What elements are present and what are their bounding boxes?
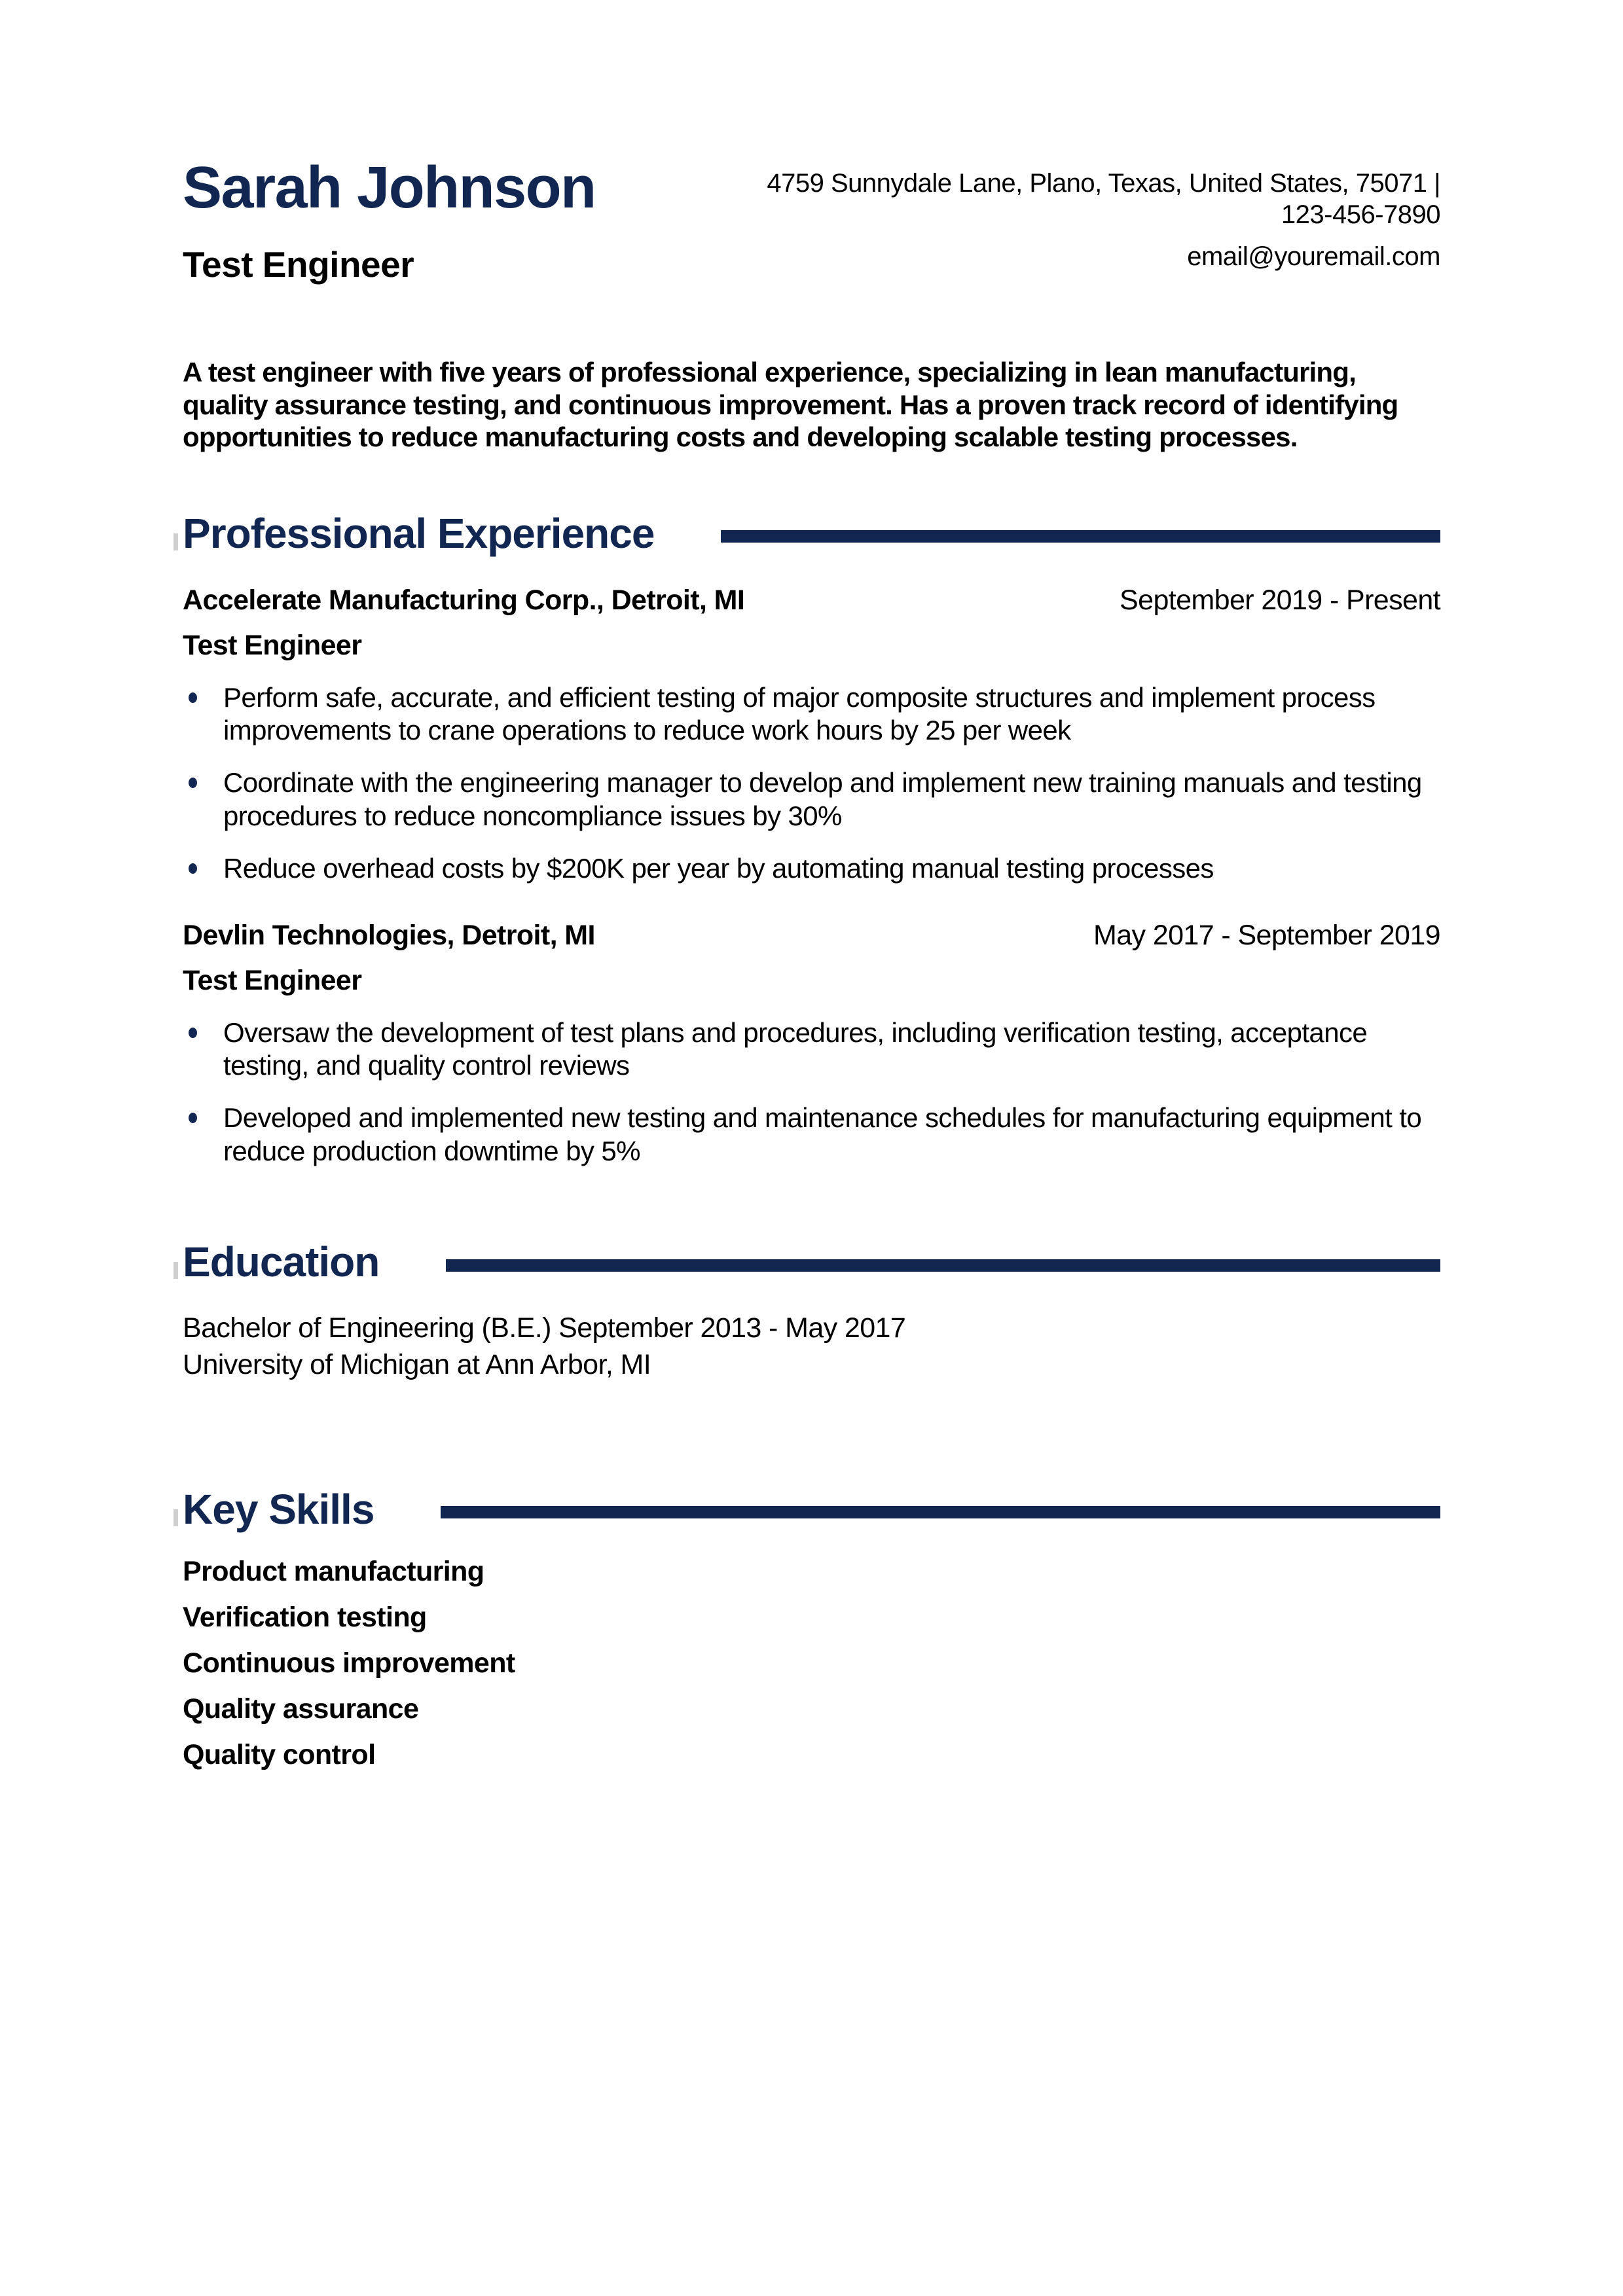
contact-email: email@youremail.com: [1187, 242, 1440, 271]
experience-section: Professional Experience Accelerate Manuf…: [173, 509, 1441, 1168]
bullet-icon: [189, 1113, 197, 1124]
job-dates: September 2019 - Present: [1120, 584, 1441, 616]
bullet-text: Coordinate with the engineering manager …: [223, 767, 1422, 831]
resume-header: Sarah Johnson Test Engineer 4759 Sunnyda…: [183, 0, 1440, 285]
bullet-icon: [189, 692, 197, 703]
job-bullet: Developed and implemented new testing an…: [183, 1102, 1440, 1168]
skills-heading: Key Skills: [183, 1485, 374, 1533]
skill-item: Verification testing: [183, 1601, 427, 1633]
job-company: Devlin Technologies, Detroit, MI: [183, 919, 595, 951]
heading-tick-icon: [173, 1262, 178, 1280]
identity-block: Sarah Johnson Test Engineer: [183, 158, 596, 285]
job-bullet: Perform safe, accurate, and efficient te…: [183, 681, 1440, 747]
job-role: Test Engineer: [183, 629, 362, 661]
experience-section-header: Professional Experience: [173, 509, 1440, 557]
education-school: University of Michigan at Ann Arbor, MI: [183, 1349, 651, 1381]
skill-list: Product manufacturing Verification testi…: [183, 1555, 1440, 1770]
job-bullet: Oversaw the development of test plans an…: [183, 1016, 1440, 1083]
bullet-icon: [189, 778, 197, 789]
contact-address: 4759 Sunnydale Lane, Plano, Texas, Unite…: [767, 169, 1440, 198]
experience-heading: Professional Experience: [183, 509, 655, 557]
skills-section-header: Key Skills: [173, 1485, 1440, 1533]
heading-rule: [446, 1259, 1440, 1272]
education-details: Bachelor of Engineering (B.E.) September…: [183, 1310, 1440, 1384]
skill-item: Continuous improvement: [183, 1647, 515, 1679]
contact-block: 4759 Sunnydale Lane, Plano, Texas, Unite…: [767, 158, 1440, 272]
bullet-icon: [189, 863, 197, 874]
education-section-header: Education: [173, 1238, 1440, 1286]
heading-rule: [721, 530, 1440, 543]
job-header-row: Accelerate Manufacturing Corp., Detroit,…: [183, 584, 1441, 617]
heading-rule: [441, 1506, 1440, 1519]
skill-item: Product manufacturing: [183, 1555, 484, 1587]
job-dates: May 2017 - September 2019: [1093, 919, 1441, 951]
skill-item: Quality control: [183, 1738, 376, 1770]
skills-section: Key Skills Product manufacturing Verific…: [173, 1485, 1440, 1770]
person-job-title: Test Engineer: [183, 244, 414, 285]
bullet-icon: [189, 1027, 197, 1038]
person-name: Sarah Johnson: [183, 155, 596, 221]
job-bullet-list: Oversaw the development of test plans an…: [183, 1016, 1440, 1168]
education-section: Education Bachelor of Engineering (B.E.)…: [173, 1238, 1440, 1384]
skill-item: Quality assurance: [183, 1693, 419, 1725]
education-heading: Education: [183, 1238, 380, 1286]
heading-tick-icon: [173, 533, 178, 550]
education-degree: Bachelor of Engineering (B.E.) September…: [183, 1312, 906, 1344]
job-entry: Accelerate Manufacturing Corp., Detroit,…: [183, 584, 1441, 886]
job-bullet: Coordinate with the engineering manager …: [183, 766, 1440, 833]
bullet-text: Developed and implemented new testing an…: [223, 1102, 1422, 1166]
contact-phone: 123-456-7890: [1281, 200, 1441, 229]
summary-paragraph: A test engineer with five years of profe…: [183, 357, 1398, 453]
bullet-text: Reduce overhead costs by $200K per year …: [223, 853, 1214, 884]
job-entry: Devlin Technologies, Detroit, MI May 201…: [183, 919, 1441, 1168]
bullet-text: Perform safe, accurate, and efficient te…: [223, 681, 1376, 746]
job-header-row: Devlin Technologies, Detroit, MI May 201…: [183, 919, 1441, 952]
job-role: Test Engineer: [183, 964, 362, 996]
job-company: Accelerate Manufacturing Corp., Detroit,…: [183, 584, 745, 616]
job-bullet-list: Perform safe, accurate, and efficient te…: [183, 681, 1440, 886]
heading-tick-icon: [173, 1509, 178, 1526]
job-bullet: Reduce overhead costs by $200K per year …: [183, 852, 1440, 885]
bullet-text: Oversaw the development of test plans an…: [223, 1016, 1368, 1081]
